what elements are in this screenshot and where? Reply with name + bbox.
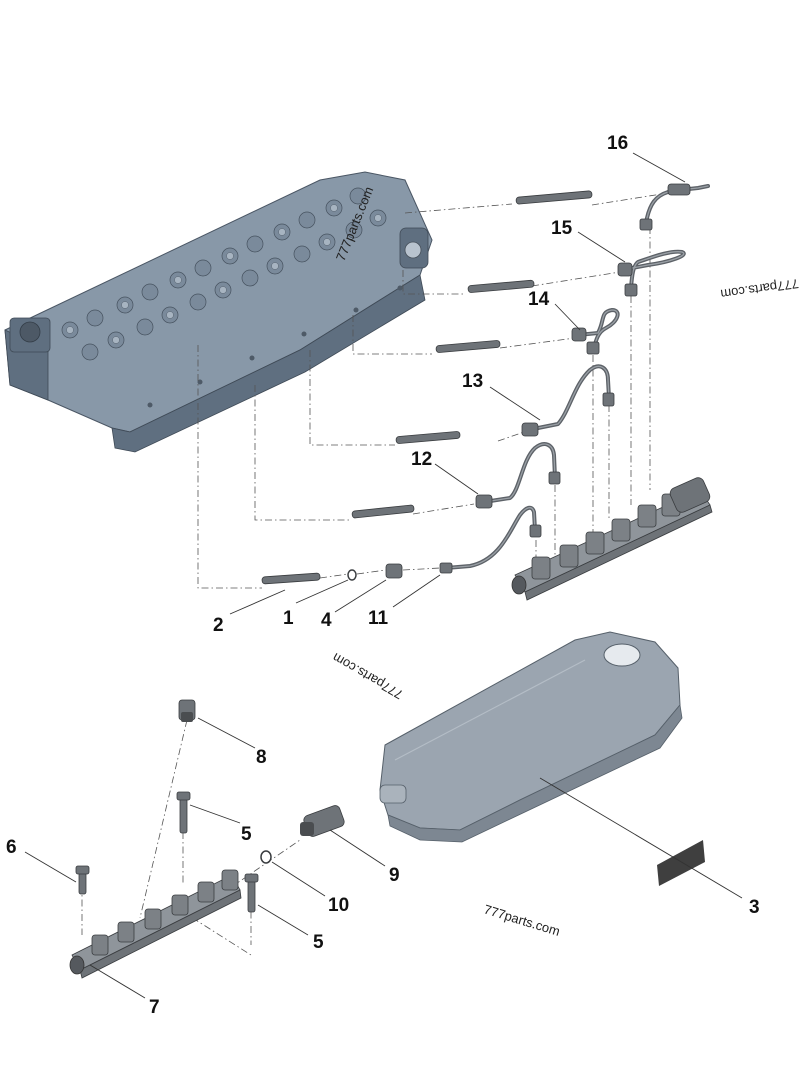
leader-lines: [24, 152, 743, 999]
fuel-lines: [439, 183, 710, 574]
injector-row-13: [395, 431, 461, 444]
callout-3: 3: [749, 897, 760, 918]
fuel-rail-lower-7: [69, 869, 242, 979]
pressure-sensor-8: [178, 699, 196, 722]
callout-5-lower: 5: [313, 932, 324, 953]
callout-5-upper: 5: [241, 824, 252, 845]
callout-13: 13: [462, 371, 483, 392]
callout-7: 7: [149, 997, 160, 1018]
injector-row-16: [515, 190, 593, 205]
callout-1: 1: [283, 608, 294, 629]
connector-tube-4: [385, 563, 403, 579]
seal-ring-10: [260, 850, 272, 864]
callout-10: 10: [328, 895, 349, 916]
callout-16: 16: [607, 133, 628, 154]
injector-row-15: [467, 279, 535, 293]
callout-8: 8: [256, 747, 267, 768]
callout-12: 12: [411, 449, 432, 470]
callout-4: 4: [321, 610, 332, 631]
watermark-middle: 777parts.com: [330, 650, 406, 702]
label-plate-3: [657, 840, 705, 886]
alignment-lines: [81, 192, 669, 956]
callout-2: 2: [213, 615, 224, 636]
injector-row-12: [351, 504, 415, 519]
callout-11: 11: [368, 608, 389, 629]
seal-ring-1: [347, 569, 357, 581]
watermark-bottom: 777parts.com: [482, 902, 562, 939]
bolt-5-upper: [176, 791, 191, 834]
callout-9: 9: [389, 865, 400, 886]
valve-cover: [379, 631, 683, 843]
callout-14: 14: [528, 289, 550, 310]
pressure-valve-9: [300, 805, 345, 837]
watermark-right: 777parts.com: [720, 276, 800, 302]
injector-2: [261, 572, 321, 585]
bolt-5-lower: [244, 873, 259, 913]
injectors: [261, 190, 593, 585]
injector-row-14: [435, 340, 501, 353]
callout-numbers: 16 15 14 13 12 2 1 4 11 8 5 6 9 10 5 3 7: [6, 133, 760, 1018]
callout-6: 6: [6, 837, 17, 858]
cylinder-head: [4, 171, 433, 453]
fuel-rail-upper: [511, 477, 713, 601]
bolt-6: [75, 865, 90, 895]
callout-15: 15: [551, 218, 573, 239]
